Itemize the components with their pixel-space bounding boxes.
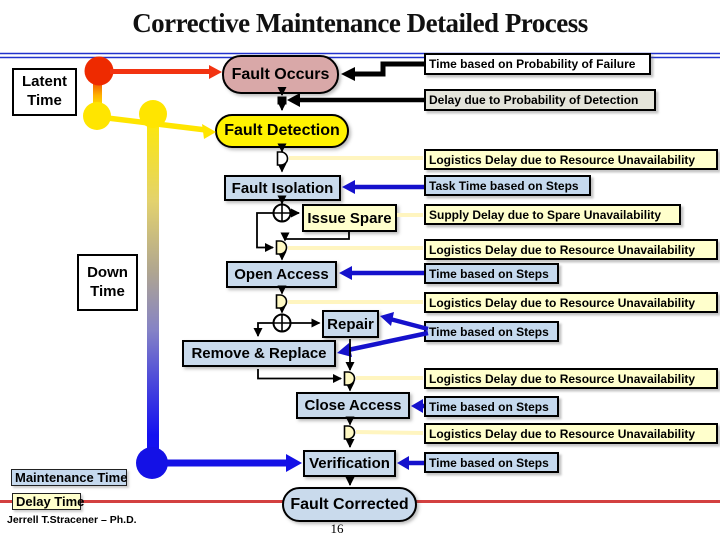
node-repair: Repair: [322, 310, 379, 338]
red-circle: [84, 56, 114, 86]
flow-connectors: [253, 87, 355, 486]
elbow-arrow-head: [341, 67, 355, 81]
delay-time-label: Delay Time: [12, 493, 84, 510]
page-number: 16: [330, 521, 344, 536]
yellow-arrow-line: [98, 114, 207, 133]
node-fault-isolation: Fault Isolation: [224, 175, 341, 201]
node-verification: Verification: [303, 450, 396, 477]
annotation-time-prob-failure: Time based on Probability of Failure: [424, 53, 651, 75]
red-arrow-head: [209, 65, 222, 79]
annotation-logistics-delay-5: Logistics Delay due to Resource Unavaila…: [424, 423, 718, 444]
maintenance-time-label: Maintenance Time: [11, 469, 127, 486]
blue-rail-arrow-head: [286, 454, 302, 472]
elbow-arrow-line: [353, 61, 424, 77]
author-credit: Jerrell T.Stracener – Ph.D.: [7, 514, 137, 526]
node-remove-replace: Remove & Replace: [182, 340, 336, 367]
delay-symbol-5: [343, 425, 356, 440]
annotation-task-time-steps: Task Time based on Steps: [424, 175, 591, 196]
blue-circle: [136, 447, 168, 479]
latent-time-label: Latent Time: [12, 68, 77, 116]
yellow-circle-right: [139, 100, 167, 128]
node-issue-spare: Issue Spare: [302, 204, 397, 232]
delay-symbol-1: [276, 151, 289, 166]
annotation-time-steps-2: Time based on Steps: [424, 321, 559, 342]
or-junction-2: [272, 313, 292, 333]
yellow-arrow-head: [202, 124, 216, 139]
node-fault-occurs: Fault Occurs: [222, 55, 339, 94]
delay-symbol-4: [343, 371, 356, 386]
annotation-supply-delay: Supply Delay due to Spare Unavailability: [424, 204, 681, 225]
junction-square: [277, 96, 287, 105]
rail-yellow-to-blue: [147, 114, 159, 463]
yellow-circle-left: [83, 102, 111, 130]
annotation-time-steps-3: Time based on Steps: [424, 396, 559, 417]
delay-symbol-3: [275, 294, 288, 309]
annotation-delay-prob-detection: Delay due to Probability of Detection: [424, 89, 656, 111]
or-junction-1: [272, 203, 292, 223]
annotation-time-steps-4: Time based on Steps: [424, 452, 559, 473]
detection-arrow-head: [287, 93, 300, 107]
delay-symbol-2: [275, 240, 288, 255]
node-fault-corrected: Fault Corrected: [282, 487, 417, 522]
node-fault-detection: Fault Detection: [215, 114, 349, 148]
rail-red-to-yellow: [93, 76, 102, 108]
node-open-access: Open Access: [226, 261, 337, 288]
node-close-access: Close Access: [296, 392, 410, 419]
page-title: Corrective Maintenance Detailed Process: [132, 8, 588, 38]
annotation-logistics-delay-1: Logistics Delay due to Resource Unavaila…: [424, 149, 718, 170]
annotation-logistics-delay-4: Logistics Delay due to Resource Unavaila…: [424, 368, 718, 389]
down-time-label: Down Time: [77, 254, 138, 311]
annotation-logistics-delay-2: Logistics Delay due to Resource Unavaila…: [424, 239, 718, 260]
annotation-logistics-delay-3: Logistics Delay due to Resource Unavaila…: [424, 292, 718, 313]
annotation-time-steps-1: Time based on Steps: [424, 263, 559, 284]
